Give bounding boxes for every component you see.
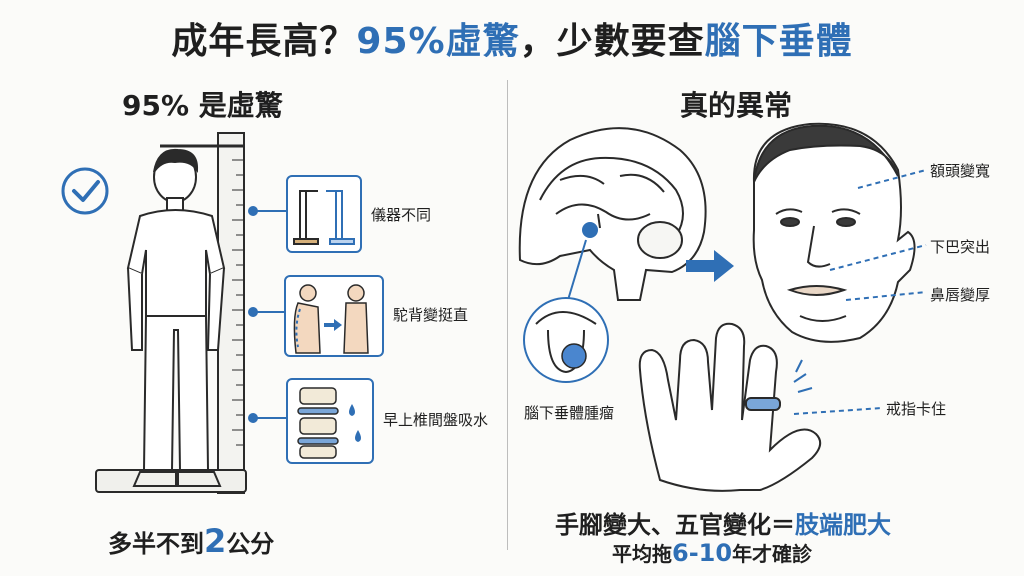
center-divider [507,80,508,550]
ring-icon [745,397,781,411]
posture-icon [293,284,369,354]
face-pointers [793,169,927,415]
ring-label: 戒指卡住 [886,400,947,418]
left-heading: 95% 是虛驚 [122,89,283,122]
left-bottom-text: 多半不到2公分 [108,522,274,560]
face-label-forehead: 額頭變寬 [930,162,991,180]
title-part4: 腦下垂體 [704,21,853,62]
spine-disc-icon [297,387,361,459]
title-part2: 95%虛驚 [356,21,520,62]
face-icon [752,122,916,343]
face-label-jaw: 下巴突出 [930,238,991,256]
ruler-ticks [232,159,244,446]
item-label-spine: 早上椎間盤吸水 [383,411,489,429]
title-part3: ，少數要查 [519,21,705,62]
pituitary-zoom-circle [523,297,609,383]
left-connectors [248,206,286,423]
check-circle-icon [61,167,109,215]
title-part1: 成年長高？ [171,21,357,62]
instruments-icon [293,190,355,245]
right-heading: 真的異常 [680,89,793,122]
right-bottom-line1-highlight: 肢端肥大 [795,511,891,539]
left-bottom-prefix: 多半不到 [108,530,204,558]
standing-man-icon [126,148,226,487]
right-bottom-line1-prefix: 手腳變大、五官變化＝ [555,511,795,539]
pressure-lines [793,359,813,393]
tumor-icon [561,343,587,369]
left-bottom-suffix: 公分 [226,530,275,558]
hand-icon [638,322,822,492]
item-label-instrument: 儀器不同 [371,206,432,224]
left-bottom-number: 2 [204,522,227,560]
posture-card [284,275,384,357]
brain-icon [518,127,707,301]
item-label-posture: 駝背變挺直 [393,306,469,324]
right-bottom-line1: 手腳變大、五官變化＝肢端肥大 [555,505,891,540]
page-title: 成年長高？95%虛驚，少數要查腦下垂體 [0,12,1024,64]
right-bottom-line2-prefix: 平均拖 [612,542,672,566]
right-arrow-icon [686,250,734,282]
pituitary-dot [582,222,598,238]
instrument-card [286,175,362,253]
spine-card [286,378,374,464]
right-bottom-line2-number: 6-10 [672,539,733,567]
right-bottom-line2-suffix: 年才確診 [732,542,813,566]
face-label-lips: 鼻唇變厚 [930,286,991,304]
right-bottom-line2: 平均拖6-10年才確診 [612,538,812,567]
tumor-label: 腦下垂體腫瘤 [524,404,615,422]
